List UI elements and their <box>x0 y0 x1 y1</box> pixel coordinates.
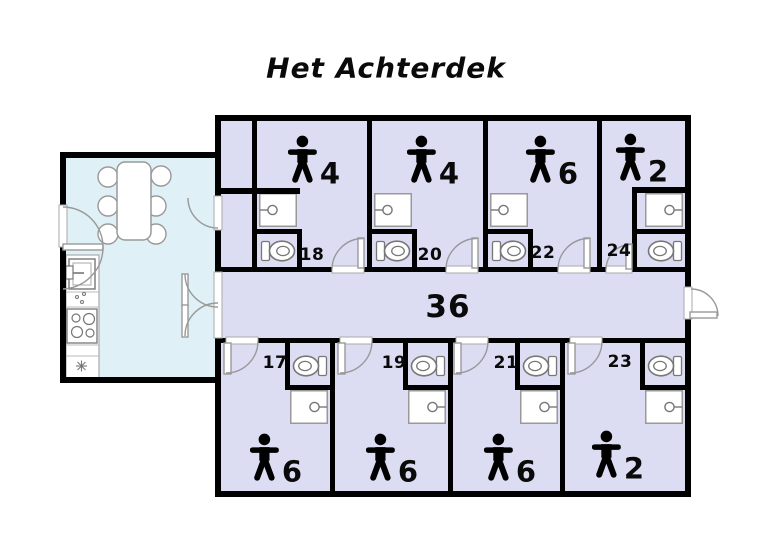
sink-icon <box>408 390 446 424</box>
door-arc <box>62 206 104 248</box>
door-arc <box>62 246 104 290</box>
toilet-icon <box>410 355 446 377</box>
room-17-number: 17 <box>262 353 288 373</box>
capacity-count: 4 <box>438 156 460 191</box>
counter-dots <box>75 292 86 304</box>
room-21-capacity: 6 <box>484 434 537 489</box>
sink-icon <box>374 193 412 227</box>
door-arc <box>331 237 364 270</box>
room-20-number: 20 <box>417 245 443 265</box>
room-22-capacity: 6 <box>526 136 579 191</box>
capacity-count: 2 <box>647 154 669 189</box>
sink-icon <box>520 390 558 424</box>
stove-icon <box>66 308 98 344</box>
room-18-capacity: 4 <box>288 136 341 191</box>
door-arc <box>187 197 219 229</box>
room-22-number: 22 <box>530 243 556 263</box>
room-19-capacity: 6 <box>366 434 419 489</box>
door-arc <box>184 302 219 337</box>
walls <box>60 115 691 497</box>
person-icon <box>526 136 555 187</box>
door-arc <box>569 340 603 374</box>
person-icon <box>250 434 279 485</box>
sink-icon <box>490 193 528 227</box>
door-arc <box>455 340 489 374</box>
sink-icon <box>259 193 297 227</box>
room-19-number: 19 <box>381 353 407 373</box>
dining-table <box>116 161 152 241</box>
room-23-number: 23 <box>607 352 633 372</box>
doors <box>62 197 719 375</box>
room-21-number: 21 <box>493 353 519 373</box>
door-arc <box>339 340 373 374</box>
capacity-count: 6 <box>515 454 537 489</box>
room-18-number: 18 <box>299 245 325 265</box>
room-24-number: 24 <box>606 241 632 261</box>
toilet-icon <box>522 355 558 377</box>
door-arc <box>557 237 590 270</box>
chair <box>97 166 119 188</box>
sink-icon <box>645 193 683 227</box>
chair <box>150 165 172 187</box>
toilet-icon <box>260 240 296 262</box>
door-arc <box>445 237 478 270</box>
toilet-icon <box>647 240 683 262</box>
capacity-count: 6 <box>557 156 579 191</box>
toilet-icon <box>375 240 411 262</box>
capacity-count: 2 <box>623 451 645 486</box>
floor-plan-title: Het Achterdek <box>266 51 506 85</box>
person-icon <box>484 434 513 485</box>
door-arc <box>690 288 719 317</box>
person-icon <box>592 431 621 482</box>
person-icon <box>288 136 317 187</box>
room-24-capacity: 2 <box>616 134 669 189</box>
capacity-count: 4 <box>319 156 341 191</box>
toilet-icon <box>647 355 683 377</box>
door-arc <box>184 273 219 308</box>
freezer-snowflake-icon <box>76 360 87 372</box>
sink-icon <box>645 390 683 424</box>
person-icon <box>616 134 645 185</box>
person-icon <box>366 434 395 485</box>
door-arc <box>605 243 632 270</box>
chair <box>97 195 119 217</box>
toilet-icon <box>491 240 527 262</box>
door-arc <box>225 340 259 374</box>
door-openings <box>58 195 693 345</box>
sink-icon <box>290 390 328 424</box>
capacity-count: 6 <box>281 454 303 489</box>
corridor-number: 36 <box>425 289 471 325</box>
capacity-count: 6 <box>397 454 419 489</box>
person-icon <box>407 136 436 187</box>
toilet-icon <box>292 355 328 377</box>
room-17-capacity: 6 <box>250 434 303 489</box>
kitchen-counter <box>65 254 100 380</box>
room-23-capacity: 2 <box>592 431 645 486</box>
room-20-capacity: 4 <box>407 136 460 191</box>
